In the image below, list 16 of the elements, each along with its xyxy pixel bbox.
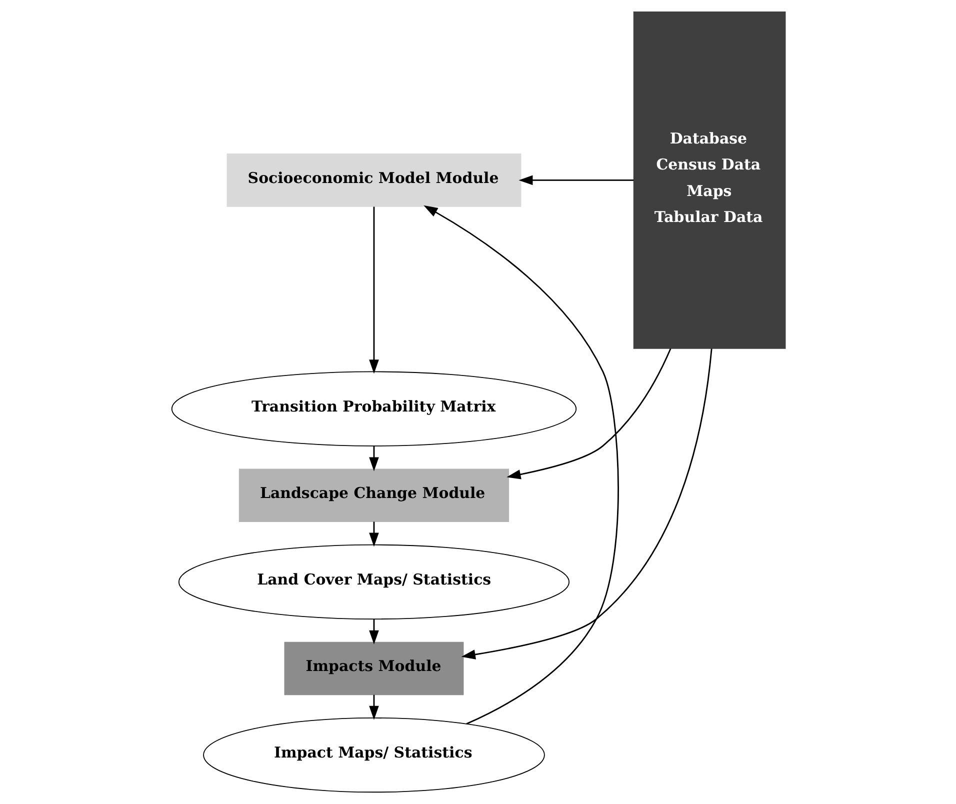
arrow [460,348,712,660]
node-ellipse: Land Cover Maps/ Statistics [178,544,570,620]
node-box: Impacts Module [284,642,464,696]
arrow [368,619,378,644]
arrow [506,348,671,480]
node-box: Landscape Change Module [238,468,509,522]
arrow [368,694,378,720]
arrow [368,446,378,472]
arrow [368,522,378,547]
arrow [423,205,618,724]
node-box: Database Census Data Maps Tabular Data [632,11,786,349]
node-box: Socioeconomic Model Module [226,154,521,207]
arrow [518,175,634,186]
node-ellipse: Impact Maps/ Statistics [202,717,544,793]
node-ellipse: Transition Probability Matrix [170,371,576,446]
arrow [368,206,378,374]
